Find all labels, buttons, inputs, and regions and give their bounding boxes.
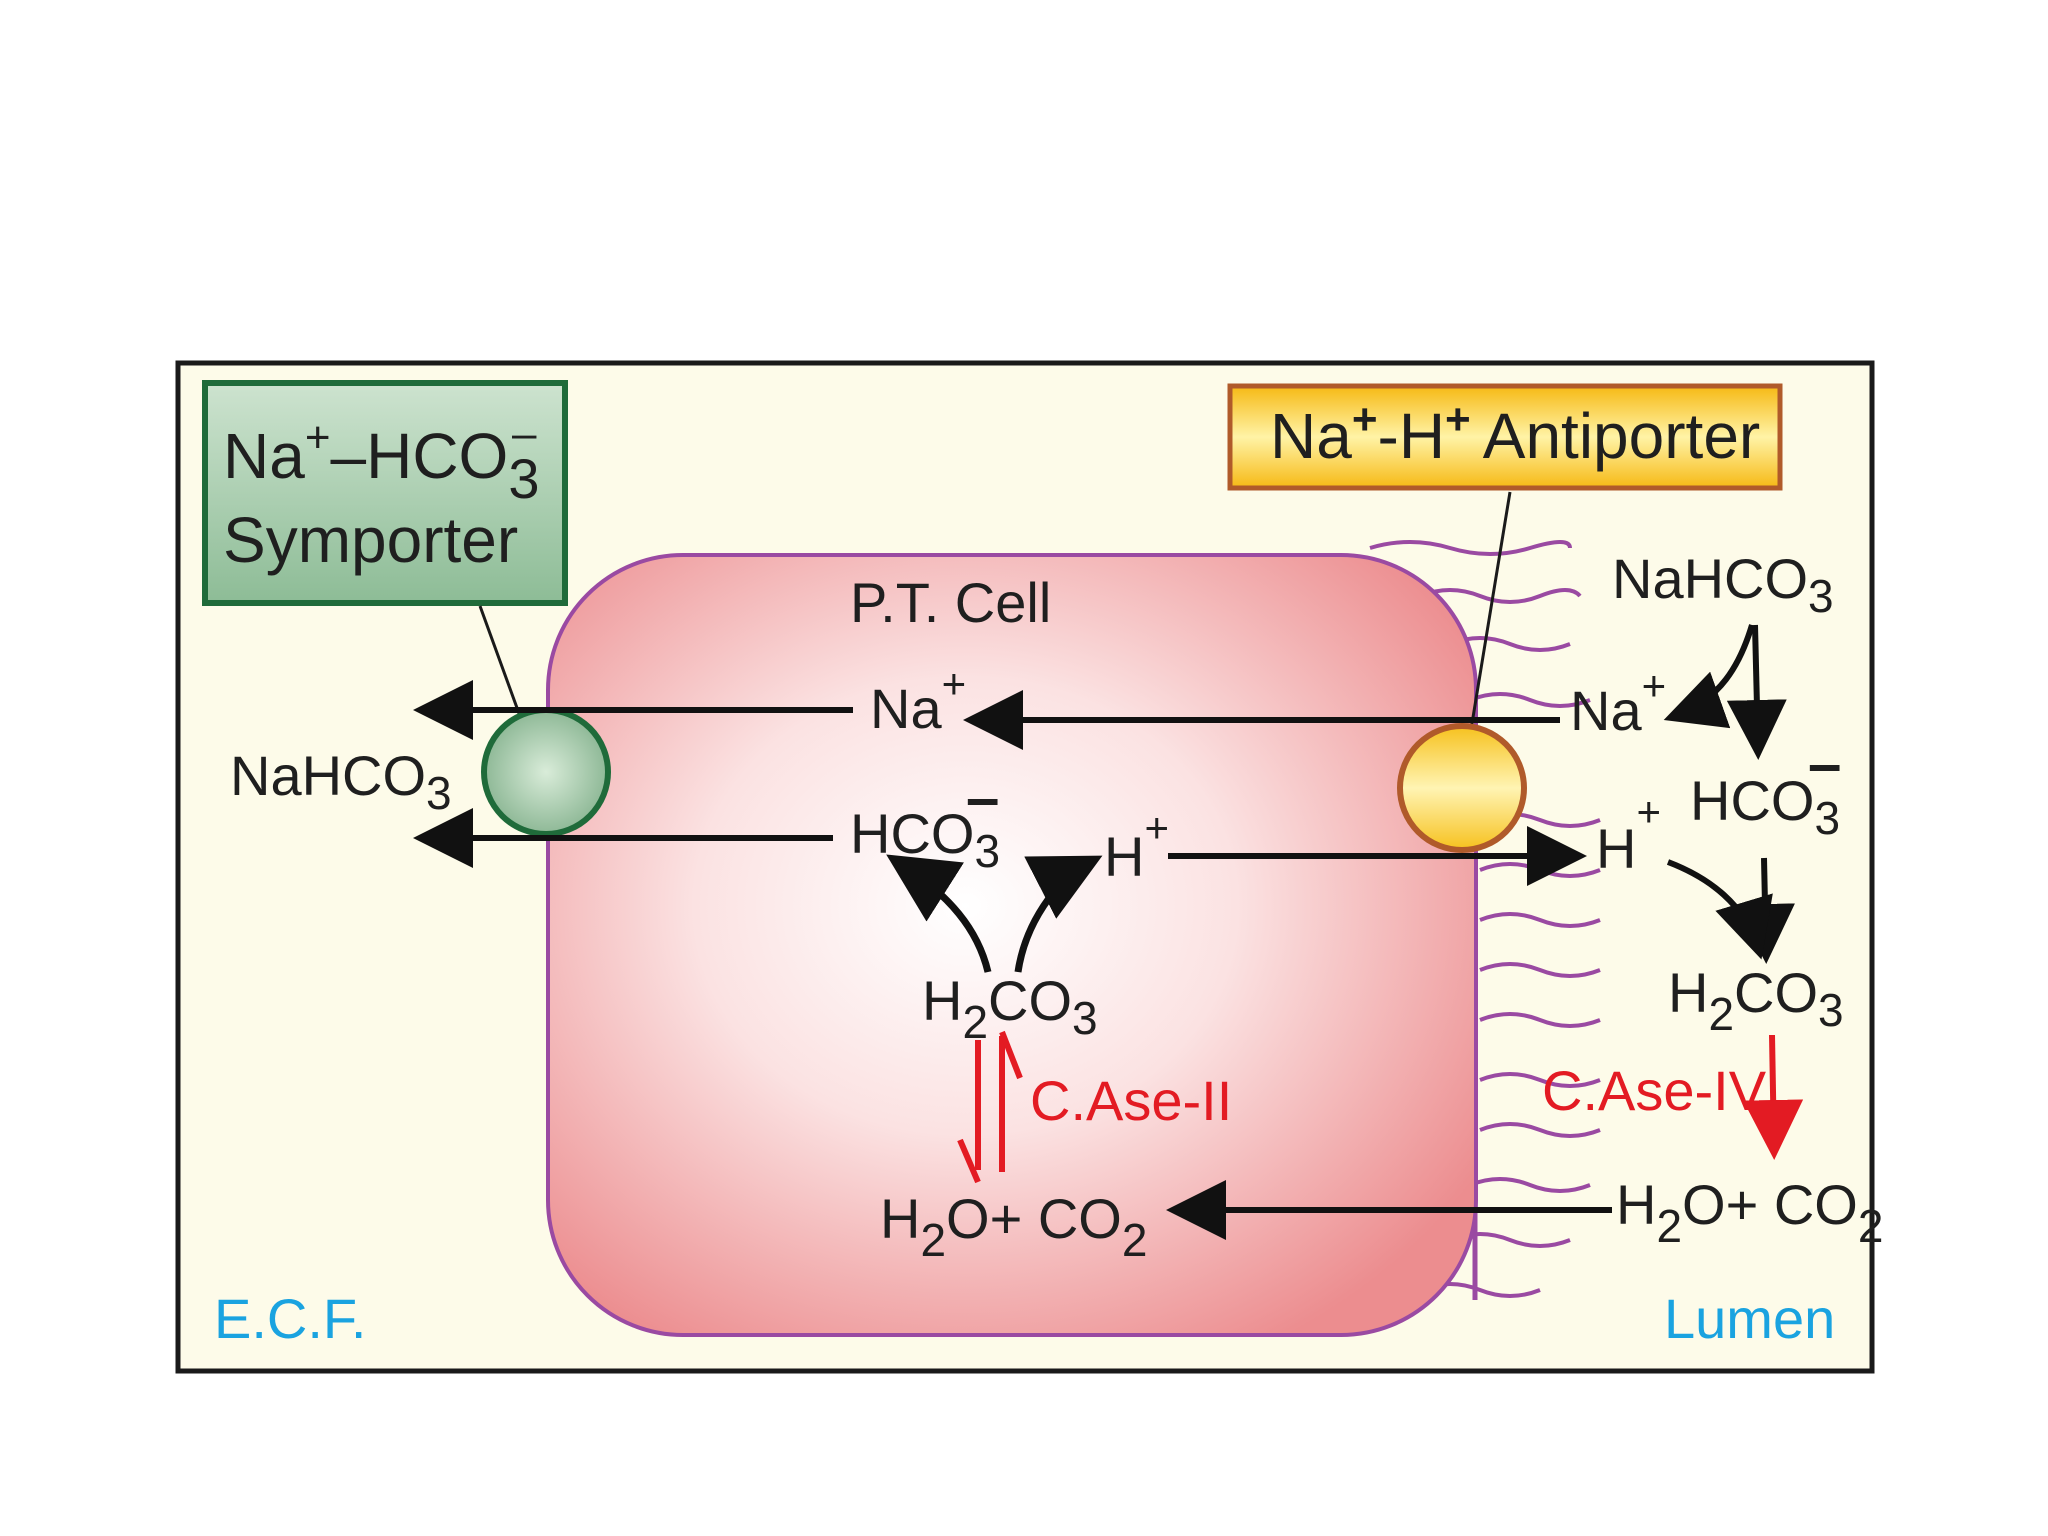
cell-h: H [1104,825,1144,888]
antiporter-h-charge: + [1445,395,1471,444]
lumen-water-sub: 2 [1656,1200,1682,1252]
arrow-hco3-to-h2co3 [1734,857,1795,964]
symporter-ion: –HCO [331,420,509,492]
symporter-channel [481,707,611,837]
svg-text:H+: H+ [1104,804,1169,888]
svg-text:Na+: Na+ [870,660,966,740]
arrow-nahco3-to-na [1663,624,1755,729]
symporter-na-charge: + [305,413,331,462]
svg-text:Na+-H+Antiporter: Na+-H+Antiporter [1270,395,1760,472]
symporter-name: Symporter [223,504,518,576]
antiporter-name: Antiporter [1483,400,1760,472]
svg-text:NaHCO3: NaHCO3 [1612,547,1834,622]
cell-h2co3-sub: 2 [962,996,988,1048]
cell-water-rest: O+ CO [946,1187,1122,1250]
cell-hco3-sub: 3 [974,825,1000,877]
arrow-head-down-cell [957,1138,981,1184]
antiporter-channel [1397,723,1527,853]
cell-na-charge: + [942,660,967,707]
lumen-nahco3-sub: 3 [1808,570,1834,622]
arrow-nahco3-to-hco3 [1726,624,1787,760]
svg-text:NaHCO3: NaHCO3 [230,744,452,819]
lumen-h2co3-sub2: 3 [1818,984,1844,1036]
lumen-water-sub2: 2 [1858,1200,1884,1252]
lumen-nahco3: NaHCO [1612,547,1808,610]
symporter-ion-sub: 3 [508,447,539,510]
lumen-hco3-charge: – [1808,730,1841,797]
cell-water-sub: 2 [920,1214,946,1266]
cell-h2co3-co: CO [988,969,1072,1032]
cell-h2co3-h: H [922,969,962,1032]
ecf-label: E.C.F. [214,1287,366,1350]
enzyme-ii-label: C.Ase-II [1030,1069,1232,1132]
lumen-water-rest: O+ CO [1682,1173,1858,1236]
lumen-na: Na [1570,679,1642,742]
symporter-box [202,380,568,606]
cell-h2co3-sub2: 3 [1072,992,1098,1044]
arrow-h2co3-to-h [1014,855,1103,973]
enzyme-iv-label: C.Ase-IV [1542,1059,1767,1122]
cell-hco3: HCO [850,802,974,865]
cell-label: P.T. Cell [850,571,1051,634]
lumen-h-charge: + [1636,788,1661,835]
cell-water-sub2: 2 [1122,1214,1148,1266]
cell-na: Na [870,677,942,740]
antiporter-box [1227,383,1783,491]
lumen-water-h: H [1616,1173,1656,1236]
lumen-h2co3-co: CO [1734,961,1818,1024]
svg-text:H2O+ CO2: H2O+ CO2 [880,1187,1147,1266]
antiporter-pointer [1464,491,1512,761]
svg-text:H2CO3: H2CO3 [1668,961,1844,1040]
lumen-h2co3-sub: 2 [1708,988,1734,1040]
arrow-head-up-cell [999,1030,1023,1080]
svg-text:H2CO3: H2CO3 [922,969,1098,1048]
cell-water-h: H [880,1187,920,1250]
lumen-hco3-sub: 3 [1814,792,1840,844]
svg-text:HCO3: HCO3 [1690,769,1840,844]
symporter-ion-charge: – [512,409,537,458]
antiporter-sep: -H [1378,400,1446,472]
lumen-na-charge: + [1642,662,1667,709]
arrow-h-to-h2co3 [1666,859,1773,960]
cell-h-charge: + [1144,804,1169,851]
antiporter-na-charge: + [1352,395,1378,444]
svg-text:Na+–HCO3: Na+–HCO3 [223,413,539,510]
ecf-nahco3-sub: 3 [426,767,452,819]
antiporter-na: Na [1270,400,1352,472]
lumen-label: Lumen [1664,1287,1835,1350]
svg-text:H+: H+ [1596,788,1661,880]
svg-text:Na+: Na+ [1570,662,1666,742]
lumen-hco3: HCO [1690,769,1814,832]
ecf-nahco3: NaHCO [230,744,426,807]
lumen-h: H [1596,817,1636,880]
arrow-h2co3-to-hco3 [886,854,992,973]
lumen-h2co3-h: H [1668,961,1708,1024]
cell-hco3-charge: – [966,764,999,831]
svg-text:H2O+ CO2: H2O+ CO2 [1616,1173,1883,1252]
symporter-na: Na [223,420,305,492]
proximal-tubule-cell [546,553,1478,1337]
arrow-h2co3-to-water-lumen [1743,1034,1804,1160]
